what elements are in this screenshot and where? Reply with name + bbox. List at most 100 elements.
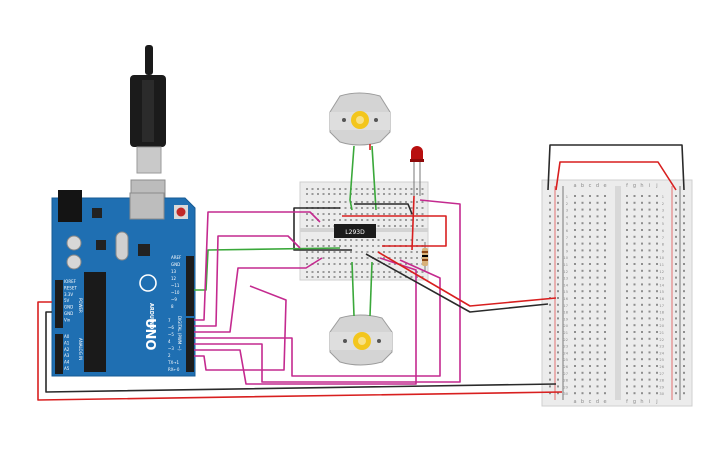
rail-hole bbox=[675, 317, 677, 320]
breadboard-hole bbox=[361, 193, 363, 195]
row-label: 27 bbox=[659, 372, 664, 376]
breadboard-hole bbox=[372, 219, 374, 221]
rail-hole bbox=[557, 229, 559, 231]
motor-bottom[interactable] bbox=[329, 314, 393, 366]
breadboard-hole bbox=[641, 297, 643, 299]
breadboard-hole bbox=[311, 251, 314, 253]
wire-red-5v[interactable] bbox=[37, 301, 563, 401]
breadboard-hole bbox=[416, 263, 418, 265]
breadboard-hole bbox=[596, 249, 599, 252]
breadboard-hole bbox=[317, 263, 319, 265]
rail-hole bbox=[675, 283, 677, 286]
wire-black-rail-link[interactable] bbox=[547, 144, 685, 191]
pin-label: ~3 bbox=[168, 346, 174, 351]
breadboard-hole bbox=[574, 303, 576, 306]
breadboard-hole bbox=[589, 358, 591, 361]
wire-magenta-4[interactable] bbox=[194, 259, 441, 377]
breadboard-hole bbox=[410, 239, 413, 241]
breadboard-hole bbox=[366, 271, 369, 273]
breadboard-hole bbox=[633, 249, 636, 252]
wire-magenta-7[interactable] bbox=[194, 285, 287, 371]
rail-hole bbox=[557, 324, 559, 327]
breadboard-hole bbox=[626, 195, 628, 197]
wire-black-to-bb[interactable] bbox=[365, 253, 549, 313]
breadboard-hole bbox=[604, 263, 606, 265]
column-label: i bbox=[649, 183, 650, 189]
row-label: 4 bbox=[662, 215, 665, 219]
wire-magenta-2[interactable] bbox=[194, 235, 301, 327]
row-label: 29 bbox=[563, 385, 568, 389]
breadboard-hole bbox=[350, 263, 352, 265]
breadboard-hole bbox=[633, 351, 636, 354]
arduino-board[interactable]: ARDUINO UNO POWER ANALOG IN DIGITAL (PWM… bbox=[51, 190, 196, 377]
row-label: 12 bbox=[659, 270, 664, 274]
breadboard-hole bbox=[633, 310, 636, 313]
breadboard-hole bbox=[306, 271, 308, 273]
breadboard-hole bbox=[355, 251, 358, 253]
breadboard-hole bbox=[388, 225, 391, 227]
breadboard-hole bbox=[333, 201, 336, 203]
wire-green-motor-bottom-b[interactable] bbox=[369, 261, 373, 317]
rail-hole bbox=[683, 283, 685, 286]
breadboard-hole bbox=[656, 337, 658, 340]
wire-red-led[interactable] bbox=[411, 195, 415, 251]
breadboard-hole bbox=[421, 225, 424, 227]
row-label: 13 bbox=[659, 277, 664, 281]
wire-magenta-3[interactable] bbox=[194, 257, 323, 333]
breadboard-hole bbox=[372, 188, 374, 190]
wire-magenta-5[interactable] bbox=[194, 199, 461, 383]
wire-magenta-1[interactable] bbox=[194, 211, 321, 321]
breadboard-hole bbox=[394, 257, 396, 259]
row-label: 14 bbox=[563, 283, 568, 287]
breadboard-hole bbox=[317, 188, 319, 190]
wire-magenta-6[interactable] bbox=[194, 257, 417, 385]
wire-red-rail-link[interactable] bbox=[555, 161, 677, 191]
breadboard-hole bbox=[633, 331, 636, 333]
wire-green-motor-top-a[interactable] bbox=[349, 145, 355, 211]
motor-top[interactable] bbox=[329, 92, 391, 146]
breadboard-hole bbox=[641, 222, 643, 225]
breadboard-hole bbox=[410, 276, 413, 278]
wire-green-pin12[interactable] bbox=[194, 247, 341, 291]
wire-green-motor-top-b[interactable] bbox=[371, 145, 377, 211]
breadboard-hole bbox=[604, 324, 606, 327]
reset-button[interactable] bbox=[176, 207, 186, 217]
row-label: 30 bbox=[563, 392, 568, 396]
breadboard-hole bbox=[648, 235, 651, 238]
rail-hole bbox=[557, 215, 559, 218]
breadboard-hole bbox=[322, 201, 325, 203]
breadboard-hole bbox=[388, 251, 391, 253]
breadboard-hole bbox=[633, 229, 636, 231]
breadboard-hole bbox=[383, 276, 385, 278]
breadboard-hole bbox=[648, 337, 651, 340]
wire-red-chip-loop[interactable] bbox=[342, 215, 447, 247]
rail-hole bbox=[557, 331, 559, 333]
breadboard-hole bbox=[416, 276, 418, 278]
breadboard-hole bbox=[641, 283, 643, 286]
wire-black-chip-top[interactable] bbox=[354, 203, 413, 215]
wire-black-gnd[interactable] bbox=[45, 311, 557, 393]
breadboard-hole bbox=[596, 235, 599, 238]
breadboard-hole bbox=[589, 324, 591, 327]
wire-red-to-bb[interactable] bbox=[377, 251, 557, 307]
l293d-driver-ic[interactable]: L293D bbox=[334, 224, 376, 238]
wire-green-motor-bottom-a[interactable] bbox=[351, 261, 355, 317]
breadboard-hole bbox=[366, 207, 369, 209]
breadboard-hole bbox=[416, 251, 418, 253]
breadboard-hole bbox=[377, 201, 380, 203]
breadboard-hole bbox=[322, 193, 325, 195]
resistor[interactable] bbox=[422, 242, 428, 272]
breadboard-hole bbox=[626, 269, 628, 272]
breadboard-hole bbox=[322, 251, 325, 253]
rail-hole bbox=[557, 256, 559, 259]
breadboard-hole bbox=[648, 303, 651, 306]
breadboard-hole bbox=[333, 257, 336, 259]
breadboard-hole bbox=[581, 303, 584, 306]
breadboard-hole bbox=[355, 193, 358, 195]
led[interactable] bbox=[410, 146, 424, 196]
breadboard-hole bbox=[648, 215, 651, 218]
breadboard-hole bbox=[633, 283, 636, 286]
wire-black-chip-loop[interactable] bbox=[293, 207, 352, 251]
row-label: 3 bbox=[662, 209, 664, 213]
